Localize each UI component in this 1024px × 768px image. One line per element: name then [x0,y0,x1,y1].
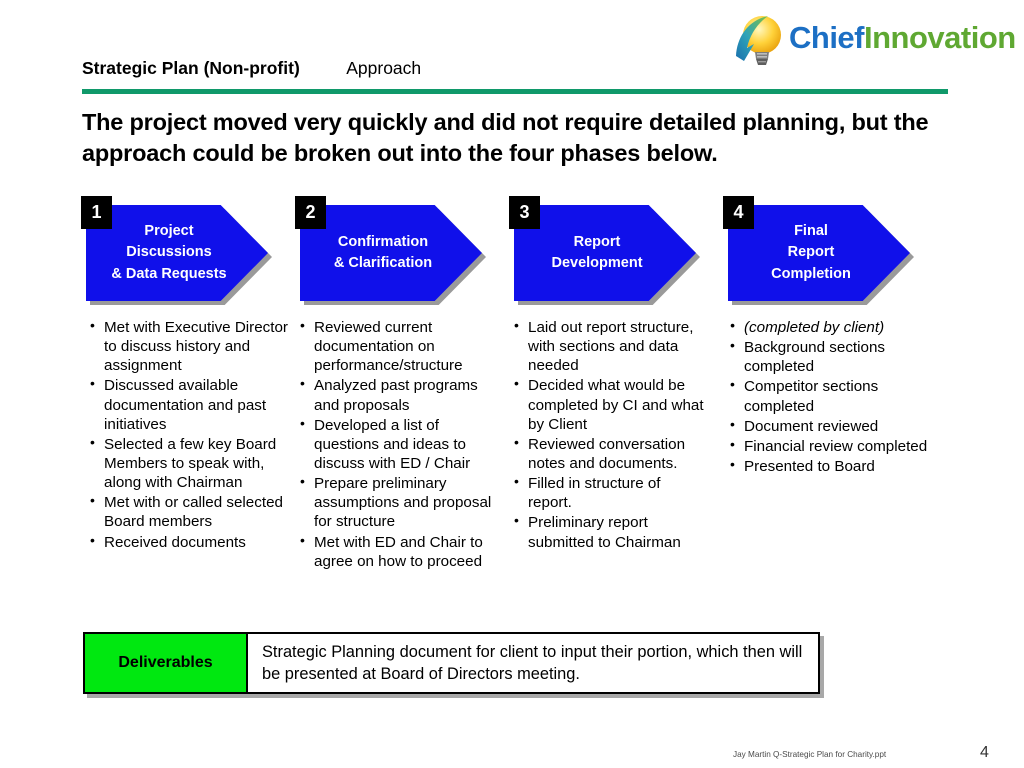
list-item: Financial review completed [730,436,935,456]
list-item: Reviewed current documentation on perfor… [300,317,505,375]
page-number: 4 [980,744,989,761]
phase-detail-column-2: Reviewed current documentation on perfor… [300,317,505,572]
header-divider [82,89,948,94]
phase-chevron[interactable]: Confirmation & Clarification 2 [295,196,486,305]
phase-number-badge: 2 [295,196,326,229]
list-item: Selected a few key Board Members to spea… [90,434,290,492]
phase-detail-column-3: Laid out report structure, with sections… [514,317,704,553]
bullet-list: Laid out report structure, with sections… [514,317,704,552]
phase-chevron[interactable]: Project Discussions & Data Requests 1 [81,196,272,305]
slide-header: Strategic Plan (Non-profit) Approach [82,58,421,79]
list-item: Met with or called selected Board member… [90,492,290,531]
phase-chevron[interactable]: Report Development 3 [509,196,700,305]
page-title: Strategic Plan (Non-profit) [82,58,300,78]
list-item: Reviewed conversation notes and document… [514,434,704,473]
list-item: Decided what would be completed by CI an… [514,375,704,433]
list-item: Met with Executive Director to discuss h… [90,317,290,375]
chevron-label: Project Discussions & Data Requests [111,223,227,282]
list-item: Presented to Board [730,456,935,476]
header-section-label: Approach [346,58,422,78]
brand-word-innovation: Innovation [864,20,1016,55]
deliverables-text: Strategic Planning document for client t… [262,643,803,683]
deliverables-label: Deliverables [85,634,248,692]
list-item: Received documents [90,532,290,552]
list-item: Discussed available documentation and pa… [90,375,290,433]
phase-number-badge: 1 [81,196,112,229]
slide-headline: The project moved very quickly and did n… [82,109,929,167]
list-item: Preliminary report submitted to Chairman [514,512,704,551]
list-item: Met with ED and Chair to agree on how to… [300,532,505,571]
list-item: Competitor sections completed [730,376,935,415]
chevron-body: Project Discussions & Data Requests [86,205,268,301]
phase-detail-column-1: Met with Executive Director to discuss h… [90,317,290,553]
list-item: Prepare preliminary assumptions and prop… [300,473,505,531]
chevron-label: Final Report Completion [771,223,851,282]
brand-word-chief: Chief [789,20,865,55]
bullet-list: (completed by client) Background section… [730,317,935,476]
list-item: Filled in structure of report. [514,473,704,512]
list-item: Document reviewed [730,416,935,436]
list-item: Analyzed past programs and proposals [300,375,505,414]
deliverables-table: Deliverables Strategic Planning document… [83,632,820,694]
phase-number-badge: 4 [723,196,754,229]
brand-wordmark: ChiefInnovation [789,20,1016,56]
list-item: Background sections completed [730,337,935,376]
list-item: Developed a list of questions and ideas … [300,415,505,473]
brand-logo: ChiefInnovation [731,14,1016,68]
lightbulb-arrow-icon [731,14,793,68]
phase-detail-column-4: (completed by client) Background section… [730,317,935,477]
bullet-list: Met with Executive Director to discuss h… [90,317,290,552]
list-item: (completed by client) [730,317,935,337]
chevron-label: Report Development [551,233,643,271]
bullet-list: Reviewed current documentation on perfor… [300,317,505,571]
chevron-label: Confirmation & Clarification [333,233,433,271]
list-item: Laid out report structure, with sections… [514,317,704,375]
phase-chevron[interactable]: Final Report Completion 4 [723,196,914,305]
footer-filename: Jay Martin Q-Strategic Plan for Charity.… [733,750,887,759]
phase-number-badge: 3 [509,196,540,229]
